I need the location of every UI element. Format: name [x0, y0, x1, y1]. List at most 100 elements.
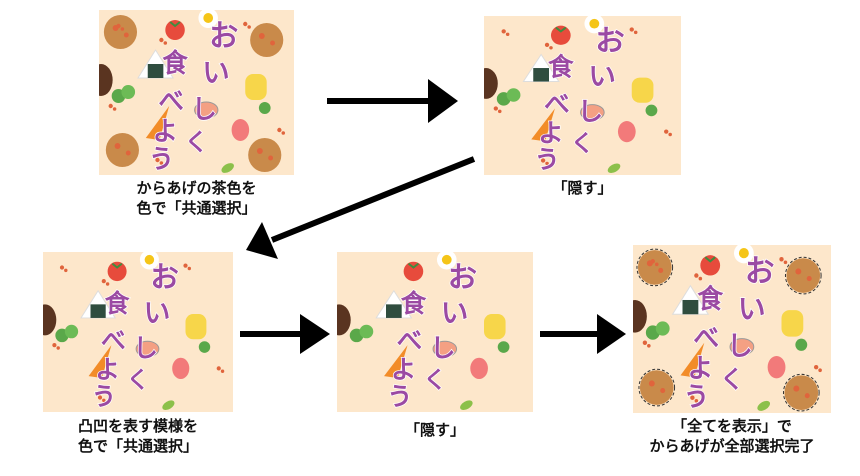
- crumb-pattern: [59, 265, 65, 270]
- title-char: よ: [95, 355, 120, 384]
- title-char: く: [720, 365, 744, 393]
- octopus-sausage: [767, 355, 786, 379]
- karaage-pattern: [270, 40, 275, 46]
- carrot: [88, 345, 112, 379]
- tamagoyaki: [245, 74, 267, 100]
- crumb-pattern: [505, 32, 510, 37]
- crumb-pattern: [108, 103, 113, 109]
- crumb-pattern: [163, 41, 168, 45]
- green-bean: [221, 163, 234, 173]
- karaage-pattern: [660, 388, 666, 394]
- step-4-caption-line-1: 「隠す」: [404, 421, 465, 439]
- arrow-3-to-4: [240, 314, 330, 354]
- salmon: [432, 340, 458, 358]
- carrot: [384, 345, 408, 379]
- crumb-pattern: [216, 366, 221, 371]
- hair-shape: [633, 299, 647, 333]
- karaage-piece: [248, 138, 282, 172]
- title-char: べ: [397, 325, 422, 355]
- title-char: べ: [101, 326, 126, 355]
- title-char: 食: [105, 289, 131, 318]
- carrot: [145, 106, 170, 140]
- karaage-pattern: [256, 148, 263, 154]
- title-char: う: [387, 381, 412, 411]
- broccoli: [497, 341, 510, 353]
- karaage-pattern: [658, 267, 664, 273]
- title-char: お: [209, 19, 238, 53]
- tomato: [165, 20, 185, 40]
- title-char: く: [571, 129, 595, 157]
- crumb-pattern: [64, 268, 68, 273]
- egg-yolk: [441, 254, 452, 265]
- egg-yolk: [144, 254, 155, 265]
- egg-yolk: [738, 248, 749, 259]
- broccoli: [795, 338, 808, 351]
- broccoli: [359, 324, 374, 339]
- crumb-pattern: [664, 129, 669, 134]
- crumb-pattern: [493, 106, 498, 111]
- step-2-caption-line-1: 「隠す」: [552, 179, 613, 197]
- tomato-stem: [555, 26, 567, 33]
- crumb-pattern: [540, 158, 546, 163]
- crumb-pattern: [102, 398, 106, 403]
- title-char: お: [150, 260, 178, 294]
- crumb-pattern: [112, 107, 117, 111]
- title-char: べ: [158, 87, 183, 117]
- karaage-piece: [250, 23, 284, 57]
- title-char: い: [588, 62, 616, 93]
- broccoli: [655, 321, 670, 336]
- crumb-pattern: [497, 109, 502, 114]
- karaage-pattern: [804, 393, 810, 399]
- step-1-caption-line-2: 色で「共通選択」: [136, 199, 257, 217]
- title-char: よ: [538, 118, 564, 148]
- nori: [147, 64, 164, 78]
- karaage-piece: [784, 375, 819, 410]
- salmon: [194, 101, 219, 119]
- title-char: べ: [544, 89, 570, 119]
- crumb-pattern: [116, 23, 121, 29]
- title-char: お: [595, 24, 625, 58]
- title-char: お: [448, 260, 477, 294]
- crumb-pattern: [247, 25, 251, 29]
- green-bean: [162, 400, 175, 410]
- selection-outline: [636, 248, 674, 287]
- karaage-pattern: [114, 143, 121, 149]
- green-bean: [607, 163, 621, 173]
- crumb-pattern: [690, 395, 695, 400]
- selection-outline: [782, 373, 820, 412]
- karaage-piece: [105, 133, 139, 167]
- crumb-pattern: [629, 27, 634, 32]
- hair-shape: [337, 304, 351, 336]
- karaage-piece: [639, 370, 674, 405]
- crumb-pattern: [187, 266, 192, 271]
- salmon: [580, 104, 605, 121]
- crumb-pattern: [654, 262, 659, 267]
- step-3-caption: 凸凹を表す模様を 色で「共通選択」: [43, 416, 233, 456]
- step-3-image: おいしく食べよう: [43, 252, 233, 412]
- crumb-pattern: [501, 29, 506, 34]
- title-char: 食: [401, 288, 427, 318]
- karaage-pattern: [806, 276, 812, 282]
- step-3-caption-line-1: 凸凹を表す模様を: [77, 417, 198, 435]
- carrot: [531, 108, 555, 142]
- step-1-caption-line-1: からあげの茶色を: [136, 179, 257, 197]
- title-char: う: [534, 145, 560, 175]
- tomato-stem: [704, 256, 716, 263]
- octopus-sausage: [617, 121, 636, 143]
- tomato-stem: [407, 262, 419, 269]
- crumb-pattern: [101, 278, 106, 284]
- karaage-pattern: [123, 32, 129, 38]
- octopus-sausage: [470, 357, 488, 380]
- karaage-pattern: [648, 380, 655, 387]
- title-char: し: [727, 332, 753, 362]
- egg-yolk: [589, 18, 600, 29]
- carrot: [680, 342, 705, 378]
- hair-shape: [484, 68, 498, 99]
- step-3-caption-line-2: 色で「共通選択」: [77, 437, 198, 455]
- title-char: く: [185, 128, 208, 156]
- selection-outline: [638, 368, 676, 407]
